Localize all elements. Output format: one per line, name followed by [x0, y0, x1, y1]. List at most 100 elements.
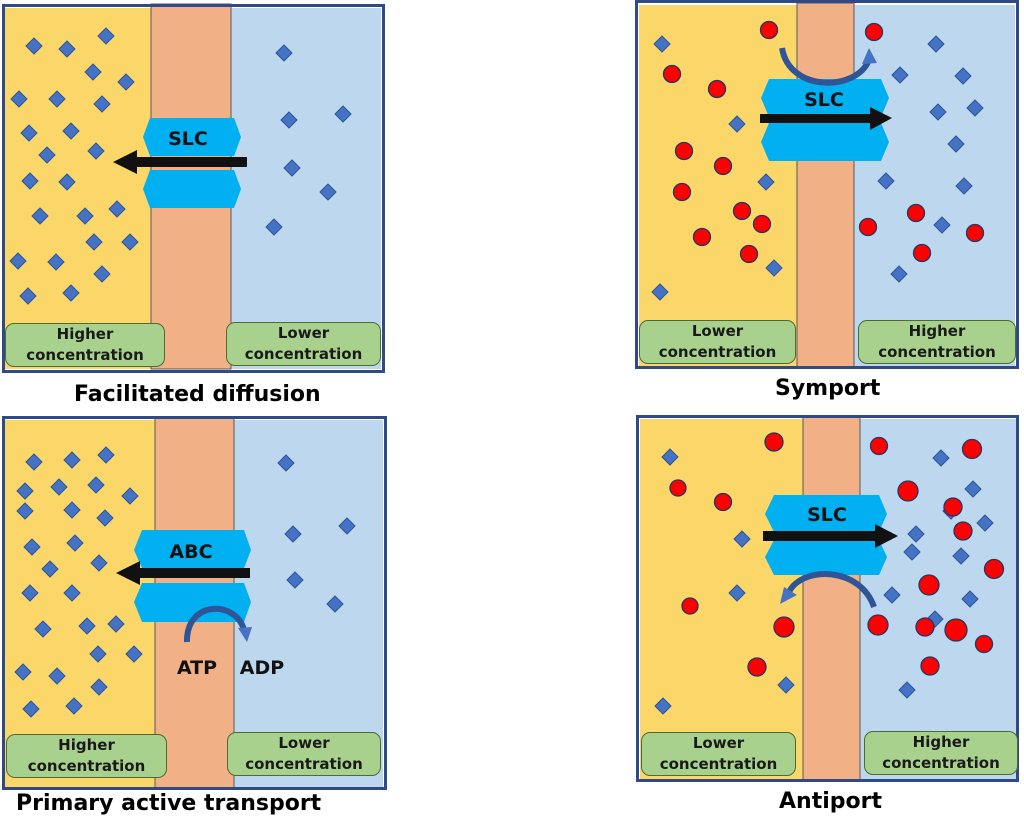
diamond-icon — [757, 173, 775, 191]
circle-icon — [869, 436, 889, 456]
diamond-icon — [653, 35, 671, 53]
diamond-icon — [898, 681, 916, 699]
left-compartment — [5, 420, 155, 788]
transporter-lower — [765, 540, 887, 575]
diamond-icon — [62, 284, 80, 302]
right-concentration-label: Lower concentration — [227, 732, 381, 776]
panel-frame — [2, 416, 387, 790]
symport-diagram: SLC — [639, 2, 1015, 368]
diamond-icon — [58, 40, 76, 58]
transporter-upper — [134, 530, 251, 568]
circle-icon — [674, 141, 694, 161]
circle-icon — [672, 182, 692, 202]
diamond-icon — [96, 509, 114, 527]
diamond-icon — [952, 547, 970, 565]
diamond-icon — [63, 501, 81, 519]
diamond-icon — [326, 595, 344, 613]
membrane — [802, 415, 861, 782]
diamond-icon — [338, 517, 356, 535]
circle-icon — [713, 492, 733, 512]
diamond-icon — [107, 615, 125, 633]
facilitated-diffusion-diagram: SLC — [5, 3, 381, 370]
diamond-icon — [277, 454, 295, 472]
diamond-icon — [31, 207, 49, 225]
diamond-icon — [125, 645, 143, 663]
panel-primary-active-transport: ABC ATP ADP Higher concentration Lower c… — [0, 414, 390, 840]
diamond-icon — [41, 560, 59, 578]
right-compartment — [854, 5, 1015, 367]
diamond-icon — [334, 105, 352, 123]
circle-icon — [912, 243, 932, 263]
right-concentration-label: Higher concentration — [858, 320, 1016, 364]
diamond-icon — [16, 482, 34, 500]
diamond-icon — [728, 584, 746, 602]
transporter-label: SLC — [168, 128, 208, 150]
diamond-icon — [47, 253, 65, 271]
diamond-icon — [87, 142, 105, 160]
diamond-icon — [58, 173, 76, 191]
circle-icon — [943, 497, 963, 517]
left-concentration-label: Higher concentration — [6, 734, 167, 778]
diamond-icon — [21, 584, 39, 602]
diamond-icon — [9, 252, 27, 270]
circle-icon — [662, 64, 682, 84]
right-compartment — [860, 419, 1016, 781]
substrate-molecules — [14, 446, 356, 718]
curved-arrow-icon — [779, 47, 877, 86]
diamond-icon — [890, 265, 908, 283]
diamond-icon — [966, 99, 984, 117]
diamond-icon — [933, 216, 951, 234]
circle-icon — [920, 656, 940, 676]
diamond-icon — [733, 530, 751, 548]
diamond-icon — [883, 586, 901, 604]
circle-icon — [759, 20, 779, 40]
diamond-icon — [265, 218, 283, 236]
diamond-icon — [108, 200, 126, 218]
diamond-icon — [661, 448, 679, 466]
circle-icon — [867, 614, 889, 636]
diamond-icon — [954, 67, 972, 85]
diamond-icon — [877, 172, 895, 190]
diamond-icon — [20, 124, 38, 142]
panel-frame — [635, 0, 1019, 369]
transport-arrow-icon — [116, 561, 250, 585]
diamond-icon — [87, 476, 105, 494]
panel-caption: Antiport — [779, 789, 882, 814]
circle-icon — [965, 223, 985, 243]
right-compartment — [231, 8, 381, 369]
diamond-icon — [10, 90, 28, 108]
diamond-icon — [38, 146, 56, 164]
diamond-icon — [21, 172, 39, 190]
diamond-icon — [927, 35, 945, 53]
diamond-icon — [93, 265, 111, 283]
circle-icon — [915, 617, 935, 637]
diamond-icon — [97, 27, 115, 45]
panel-caption: Primary active transport — [16, 791, 322, 816]
circle-icon — [669, 479, 687, 497]
antiport-diagram: SLC — [640, 415, 1016, 782]
transporter-label: SLC — [807, 504, 847, 526]
diamond-icon — [765, 259, 783, 277]
right-compartment — [234, 420, 383, 788]
panel-antiport: SLC Lower concentration Higher concentra… — [634, 414, 1024, 840]
diamond-icon — [63, 451, 81, 469]
left-concentration-label: Lower concentration — [639, 320, 796, 364]
panel-caption: Facilitated diffusion — [74, 382, 321, 407]
panel-symport: SLC Lower concentration Higher concentra… — [634, 0, 1024, 410]
left-concentration-label: Lower concentration — [641, 732, 796, 776]
circle-icon — [752, 214, 772, 234]
diamond-icon — [63, 584, 81, 602]
diamond-icon — [66, 534, 84, 552]
diamond-icon — [84, 63, 102, 81]
atp-label: ATP — [177, 657, 217, 679]
substrate-molecules — [9, 27, 352, 305]
diamond-icon — [121, 233, 139, 251]
circle-icon — [897, 480, 919, 502]
diamond-icon — [283, 159, 301, 177]
curved-arrow-icon — [183, 605, 252, 643]
circle-icon — [974, 634, 994, 654]
diamond-icon — [90, 554, 108, 572]
transport-arrow-icon — [763, 524, 898, 548]
diamond-icon — [947, 135, 965, 153]
transporter-upper — [761, 79, 889, 117]
